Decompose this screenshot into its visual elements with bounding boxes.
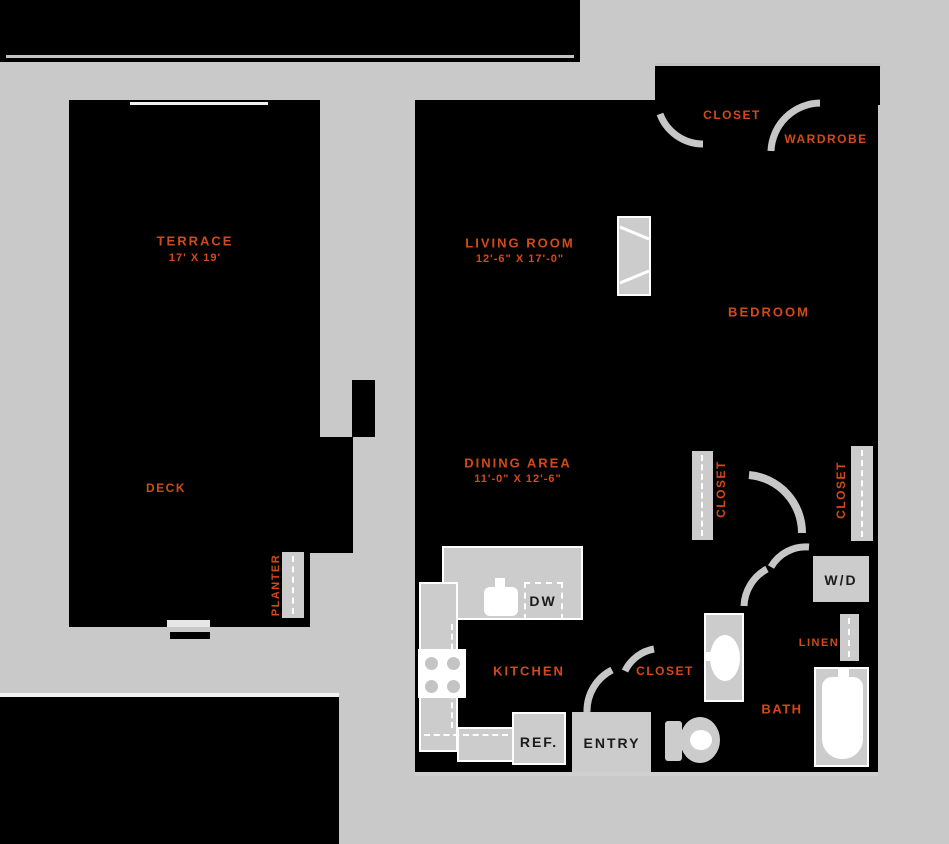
terrace-room-label: TERRACE xyxy=(156,233,234,249)
stove-burner xyxy=(447,657,460,670)
building-mass-top-line xyxy=(6,55,574,58)
unit-outline xyxy=(415,100,878,772)
terrace-structure-lower xyxy=(69,553,310,627)
terrace-opening-gap xyxy=(167,620,210,627)
kitchen-counter-dashed-h xyxy=(424,734,508,736)
terrace-step xyxy=(170,632,210,639)
stove-burner xyxy=(447,680,460,693)
terrace-inner-edge-line xyxy=(130,102,268,105)
stove-burner xyxy=(425,657,438,670)
entry-label: ENTRY xyxy=(583,735,641,751)
bathtub-basin xyxy=(822,677,863,759)
terrace-structure-middle xyxy=(69,437,353,553)
kitchen-sink-faucet xyxy=(495,578,505,590)
dishwasher-box xyxy=(524,582,563,620)
kitchen-sink-icon xyxy=(484,587,518,616)
toilet-bowl-center xyxy=(690,730,712,750)
terrace-dimensions: 17' X 19' xyxy=(168,252,222,264)
bath-label: BATH xyxy=(761,701,803,717)
toilet-tank xyxy=(665,721,682,761)
building-mass-top xyxy=(0,0,580,62)
entry-closet-label: CLOSET xyxy=(636,664,694,678)
deck-label: DECK xyxy=(145,481,187,495)
terrace-wall-stub xyxy=(352,380,375,437)
vanity-faucet xyxy=(704,652,717,661)
building-mass-bottom-left xyxy=(0,697,339,844)
building-mass-bottom-left-edge xyxy=(0,693,339,697)
dishwasher-label: DW xyxy=(529,593,557,609)
wardrobe-label: WARDROBE xyxy=(784,132,868,146)
living-room-label: LIVING ROOM xyxy=(465,235,575,251)
refrigerator-label: REF. xyxy=(519,734,559,750)
terrace-structure-upper xyxy=(69,100,320,437)
washer-dryer-label: W/D xyxy=(824,572,858,588)
washer-dryer-box xyxy=(813,556,869,602)
bathtub-faucet xyxy=(838,669,849,682)
bedroom-closet-label: CLOSET xyxy=(703,108,761,122)
refrigerator-box xyxy=(512,712,566,765)
dining-area-label: DINING AREA xyxy=(464,455,572,471)
living-room-dimensions: 12'-6" X 17'-0" xyxy=(475,253,565,265)
entry-box xyxy=(572,712,651,772)
planter-dashed-line xyxy=(292,556,294,614)
kitchen-counter-bottom xyxy=(457,727,516,762)
linen-label: LINEN xyxy=(798,637,840,649)
unit-top-right-extension xyxy=(655,66,880,105)
bedroom-label: BEDROOM xyxy=(728,304,810,320)
dining-area-dimensions: 11'-0" X 12'-6" xyxy=(474,473,562,485)
linen-shelf-dashed-line xyxy=(848,618,850,657)
unit-top-right-line xyxy=(655,63,881,66)
stove-burner xyxy=(425,680,438,693)
kitchen-label: KITCHEN xyxy=(493,663,565,679)
hall-closet-left-rod xyxy=(701,455,703,536)
hall-closet-right-rod xyxy=(861,450,863,537)
unit-bottom-threshold xyxy=(415,772,878,776)
